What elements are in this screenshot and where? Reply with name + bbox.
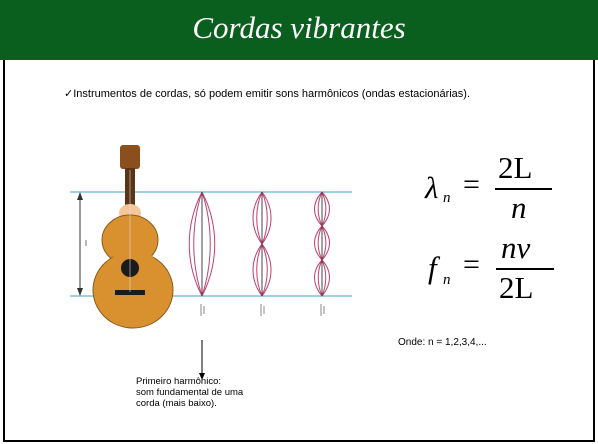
formula2-eq: = <box>463 248 480 281</box>
formula1-lhs: λ <box>425 170 439 205</box>
slide-frame <box>3 60 595 442</box>
bullet-text: Instrumentos de cordas, só podem emitir … <box>73 88 471 100</box>
slide-title: Cordas vibrantes <box>192 10 406 45</box>
formula2-bar <box>496 268 554 270</box>
formula2-lhs: f <box>428 250 437 285</box>
formula1-num: 2L <box>498 150 533 185</box>
caption-line-2: som fundamental de uma <box>136 387 244 398</box>
formula1-eq: = <box>463 168 480 201</box>
frequency-formula: f n = nv 2L <box>428 230 558 305</box>
formula2-sub: n <box>443 272 451 288</box>
formula2-num: nv <box>501 230 531 265</box>
caption-line-1: Primeiro harmônico: <box>136 376 221 387</box>
title-bar <box>0 0 598 60</box>
bullet-text-block: ✓Instrumentos de cordas, só podem emitir… <box>64 88 484 101</box>
wavelength-formula: λ n = 2L n <box>425 150 555 225</box>
caption-line-3: corda (mais baixo). <box>136 398 217 409</box>
onde-text: Onde: n = 1,2,3,4,... <box>398 337 487 348</box>
formula1-sub: n <box>443 190 451 206</box>
formula1-den: n <box>511 190 527 225</box>
formula2-den: 2L <box>499 270 534 305</box>
checkmark-icon: ✓ <box>64 88 74 100</box>
caption: Primeiro harmônico: som fundamental de u… <box>136 376 286 409</box>
formula1-bar <box>495 188 552 190</box>
